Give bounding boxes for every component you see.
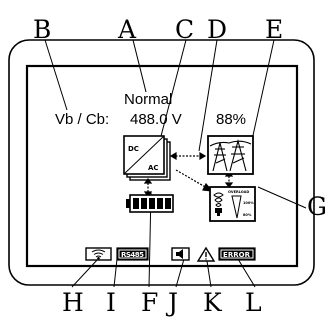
- battery-bar: [133, 198, 139, 209]
- load-icon: OVERLOAD 100% 80%: [210, 187, 255, 221]
- callout-e: E: [265, 15, 283, 44]
- battery-bar: [149, 198, 155, 209]
- callout-f: F: [141, 288, 158, 317]
- callout-d: D: [207, 15, 227, 44]
- callout-b: B: [33, 15, 51, 44]
- converter-bottom-label: AC: [148, 164, 159, 172]
- error-indicator: ERROR: [219, 248, 255, 260]
- battery-bar: [141, 198, 147, 209]
- error-label: ERROR: [223, 251, 251, 259]
- callout-i: I: [106, 288, 116, 317]
- battery-bar: [165, 198, 171, 209]
- grid-icon: [208, 136, 253, 174]
- rs485-indicator: RS485: [117, 248, 148, 260]
- callout-h: H: [62, 288, 84, 317]
- readout-label: Vb / Cb:: [55, 111, 109, 128]
- battery-icon: [126, 195, 173, 212]
- callout-c: C: [175, 15, 194, 44]
- capacity-value: 88%: [216, 111, 246, 128]
- callout-l: L: [245, 288, 262, 317]
- converter-icon: DC AC: [124, 136, 170, 180]
- callout-g: G: [307, 192, 327, 221]
- load-watts: 100%: [243, 201, 254, 205]
- battery-bars: [133, 198, 171, 209]
- voltage-value: 488.0 V: [130, 111, 182, 128]
- load-label: OVERLOAD: [228, 190, 249, 194]
- wifi-indicator: [86, 248, 111, 260]
- callout-j: J: [165, 288, 178, 317]
- warning-indicator: [198, 248, 214, 261]
- rs485-label: RS485: [121, 251, 144, 259]
- battery-bar: [157, 198, 163, 209]
- callout-k: K: [203, 288, 223, 317]
- callout-a: A: [117, 15, 137, 44]
- speaker-indicator: [172, 248, 189, 260]
- load-level: 80%: [243, 213, 252, 217]
- status-text: Normal: [124, 91, 172, 108]
- converter-top-label: DC: [128, 145, 139, 153]
